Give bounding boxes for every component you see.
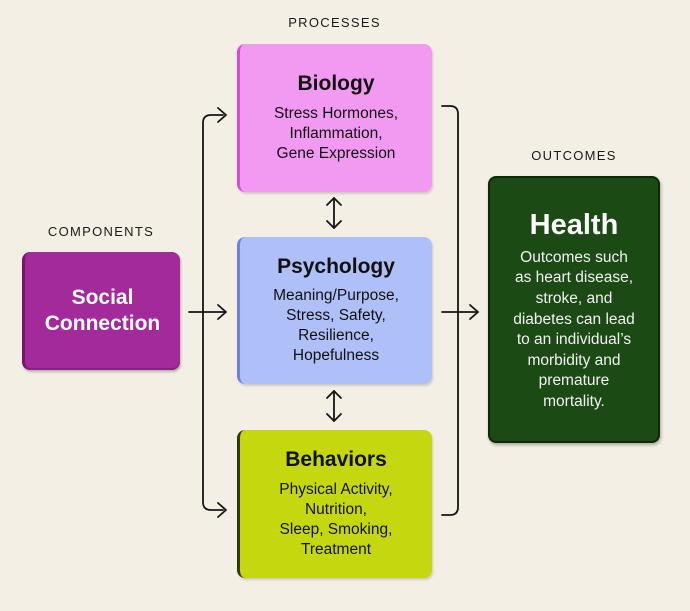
left-bracket-line — [202, 114, 224, 511]
down-arrow-icon — [326, 220, 342, 229]
up-arrow-icon — [326, 197, 342, 206]
arrow-to-biology-icon — [217, 107, 227, 123]
health-description: Outcomes such as heart disease, stroke, … — [513, 248, 635, 411]
right-bracket-line — [441, 105, 459, 516]
social-connection-title: Social Connection — [44, 286, 161, 335]
behaviors-description: Physical Activity, Nutrition, Sleep, Smo… — [279, 480, 393, 558]
arrow-to-behaviors-icon — [217, 502, 227, 518]
processes-label: PROCESSES — [288, 15, 381, 30]
biology-description: Stress Hormones, Inflammation, Gene Expr… — [273, 104, 399, 162]
behaviors-box: Behaviors Physical Activity, Nutrition, … — [237, 430, 432, 578]
up-arrow-icon — [326, 390, 342, 399]
arrow-to-health-icon — [469, 304, 479, 320]
biology-title: Biology — [297, 72, 375, 96]
psychology-box: Psychology Meaning/Purpose, Stress, Safe… — [237, 237, 432, 384]
health-box: Health Outcomes such as heart disease, s… — [488, 176, 660, 443]
outcomes-label: OUTCOMES — [531, 148, 617, 163]
behaviors-title: Behaviors — [285, 448, 387, 472]
down-arrow-icon — [326, 413, 342, 422]
health-title: Health — [529, 209, 619, 241]
biology-box: Biology Stress Hormones, Inflammation, G… — [237, 44, 432, 192]
psychology-description: Meaning/Purpose, Stress, Safety, Resilie… — [273, 287, 399, 365]
arrow-to-psychology-icon — [217, 304, 227, 320]
psychology-title: Psychology — [277, 254, 395, 278]
components-label: COMPONENTS — [47, 224, 155, 239]
social-connection-box: Social Connection — [22, 252, 180, 370]
